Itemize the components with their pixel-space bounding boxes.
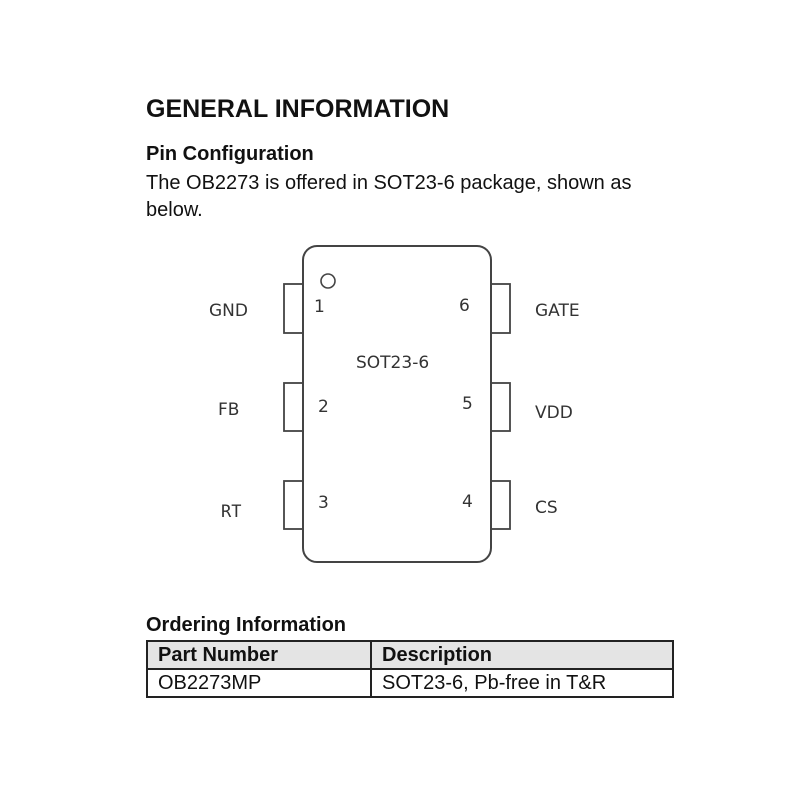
pin-configuration-heading: Pin Configuration bbox=[146, 143, 314, 165]
pin-4-number: 4 bbox=[462, 492, 473, 512]
section-title: GENERAL INFORMATION bbox=[146, 95, 450, 123]
column-header-description: Description bbox=[370, 640, 674, 670]
pin1-marker-icon bbox=[320, 273, 336, 289]
pin-2-number: 2 bbox=[318, 397, 329, 417]
pin-3-name: RT bbox=[221, 502, 242, 522]
table-row: OB2273MP SOT23-6, Pb-free in T&R bbox=[146, 668, 674, 698]
package-label: SOT23-6 bbox=[356, 353, 430, 373]
pin-1-number: 1 bbox=[314, 297, 325, 317]
ordering-information-heading: Ordering Information bbox=[146, 614, 346, 636]
part-number-cell: OB2273MP bbox=[146, 668, 372, 698]
pin-4-name: CS bbox=[535, 498, 558, 518]
pin-1-name: GND bbox=[209, 301, 248, 321]
pin-configuration-text: The OB2273 is offered in SOT23-6 package… bbox=[146, 172, 632, 221]
description-cell: SOT23-6, Pb-free in T&R bbox=[370, 668, 674, 698]
pin-5-name: VDD bbox=[535, 403, 573, 423]
pin-2-name: FB bbox=[218, 400, 240, 420]
column-header-part-number: Part Number bbox=[146, 640, 372, 670]
pin-6-name: GATE bbox=[535, 301, 580, 321]
table-header-row: Part Number Description bbox=[146, 640, 674, 670]
pin-3-number: 3 bbox=[318, 493, 329, 513]
pin-5-number: 5 bbox=[462, 394, 473, 414]
pin-6-number: 6 bbox=[459, 296, 470, 316]
ordering-table: Part Number Description OB2273MP SOT23-6… bbox=[146, 640, 674, 698]
